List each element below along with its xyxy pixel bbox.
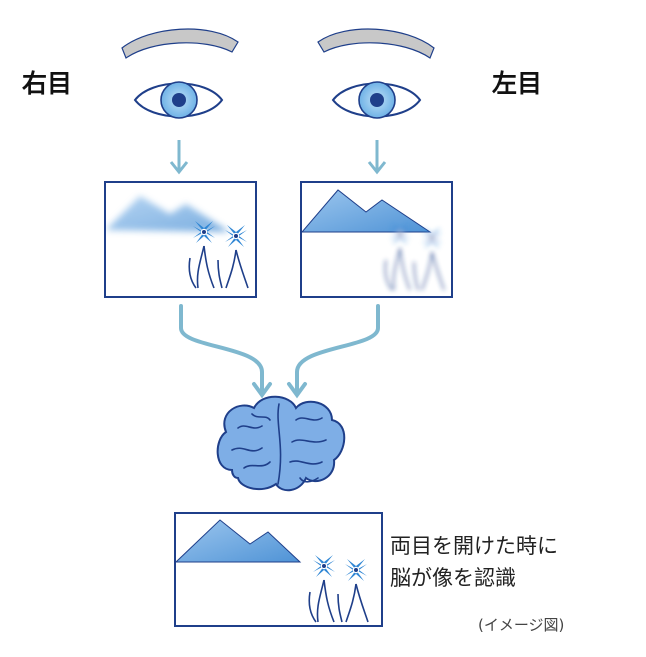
image-note: (イメージ図) — [478, 616, 565, 634]
right-eyebrow-icon — [121, 28, 239, 59]
right-eye-icon — [133, 81, 224, 119]
brain-icon — [216, 395, 346, 492]
left-eyebrow-icon — [317, 28, 435, 59]
mountain-icon — [176, 519, 302, 563]
arrow-icon — [169, 140, 387, 175]
caption-line-2: 脳が像を認識 — [390, 566, 516, 590]
left-eye-icon — [331, 81, 422, 119]
mountain-icon — [106, 196, 230, 232]
combined-view — [174, 512, 383, 627]
right-eye-view — [104, 181, 257, 298]
mountain-icon — [302, 189, 432, 233]
arrow-icon — [179, 304, 380, 399]
caption-line-1: 両目を開けた時に — [390, 534, 558, 558]
right-eye-label: 右目 — [22, 69, 73, 98]
left-eye-label: 左目 — [492, 69, 543, 98]
left-eye-view — [300, 181, 453, 298]
